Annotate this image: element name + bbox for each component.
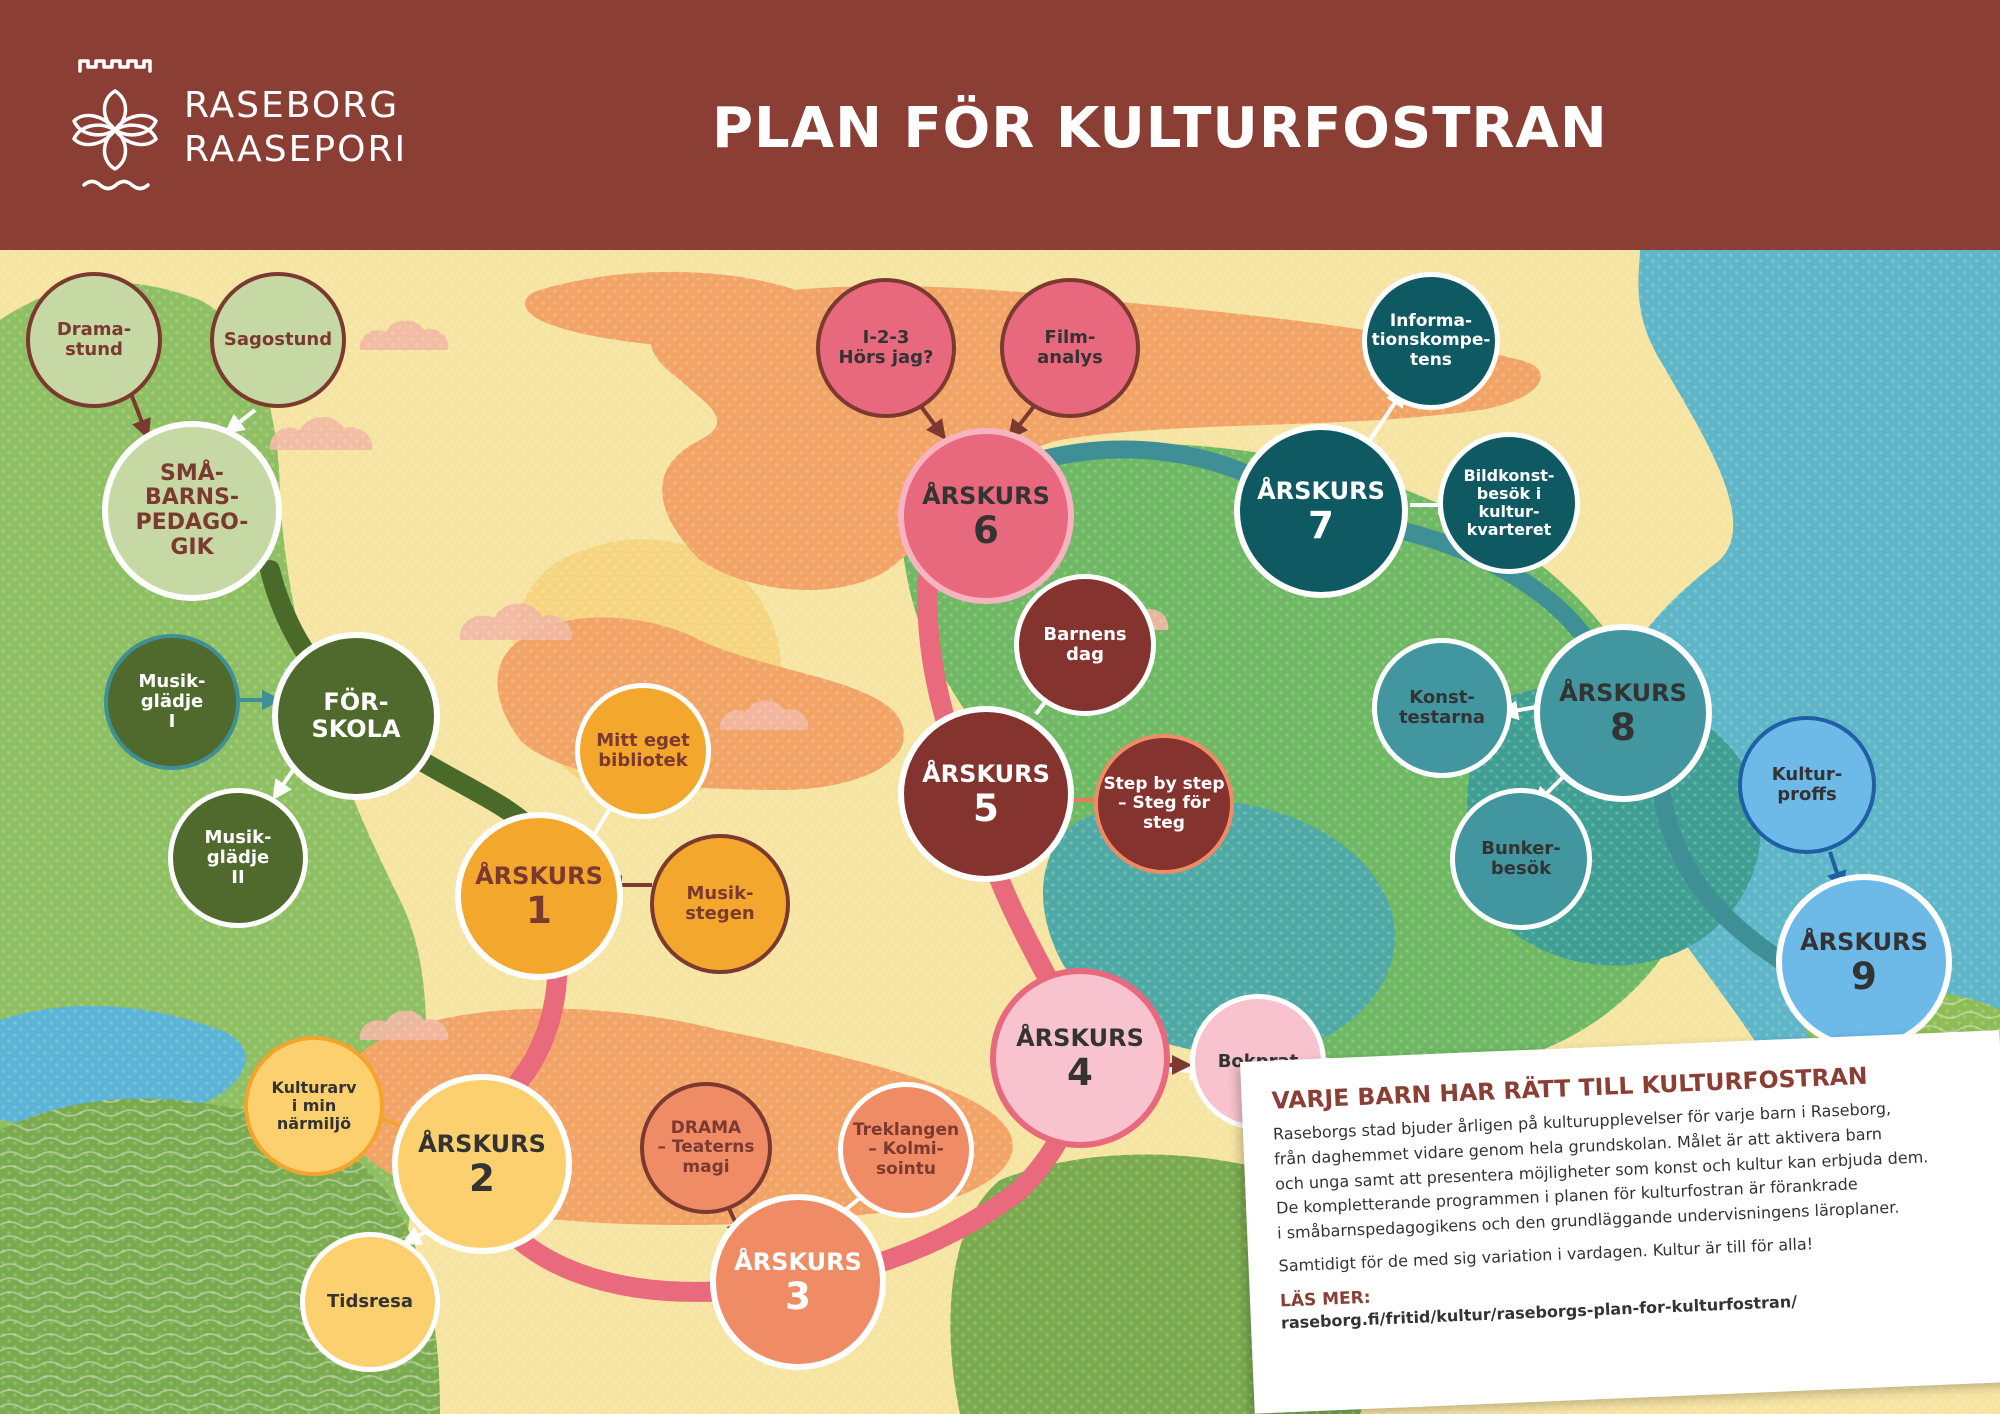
node-treklangen: Treklangen – Kolmi- sointu [838,1082,974,1218]
node-musikgladje-2: Musik- glädje II [168,788,308,928]
info-body: Raseborgs stad bjuder årligen på kulturu… [1273,1093,1983,1279]
node-step-by-step: Step by step – Steg för steg [1094,734,1234,874]
flower-crown-icon [72,59,158,191]
node-kulturproffs: Kultur- proffs [1738,716,1876,854]
node-tidsresa: Tidsresa [300,1232,440,1372]
page-title: PLAN FÖR KULTURFOSTRAN [712,96,1608,161]
info-card: VARJE BARN HAR RÄTT TILL KULTURFOSTRAN R… [1240,1030,2000,1414]
node-mitt-eget-bibliotek: Mitt eget bibliotek [575,683,711,819]
node-barnens-dag: Barnens dag [1014,574,1156,716]
node-smabarnspedagogik: SMÅ- BARNS- PEDAGO- GIK [102,421,282,601]
header-banner: RASEBORG RAASEPORI PLAN FÖR KULTURFOSTRA… [0,0,2000,250]
logo-line-2: RAASEPORI [184,129,408,170]
node-dramastund: Drama- stund [26,272,162,408]
node-sagostund: Sagostund [210,272,346,408]
node-forskola: FÖR- SKOLA [272,632,440,800]
node-bildkonstbesok: Bildkonst- besök i kultur- kvarteret [1438,432,1580,574]
node-drama-teaterns-magi: DRAMA – Teaterns magi [640,1082,772,1214]
node-filmanalys: Film- analys [1000,278,1140,418]
node-i23-hors-jag: I-2-3 Hörs jag? [816,278,956,418]
logo-line-1: RASEBORG [184,85,400,126]
node-kulturarv: Kulturarv i min närmiljö [244,1036,384,1176]
node-informationskompetens: Informa- tionskompe- tens [1362,272,1500,410]
node-musikstegen: Musik- stegen [650,834,790,974]
node-bunkerbesok: Bunker- besök [1450,788,1592,930]
node-musikgladje-1: Musik- glädje I [104,634,240,770]
node-konsttestarna: Konst- testarna [1372,638,1512,778]
raseborg-logo: RASEBORG RAASEPORI [70,55,405,199]
